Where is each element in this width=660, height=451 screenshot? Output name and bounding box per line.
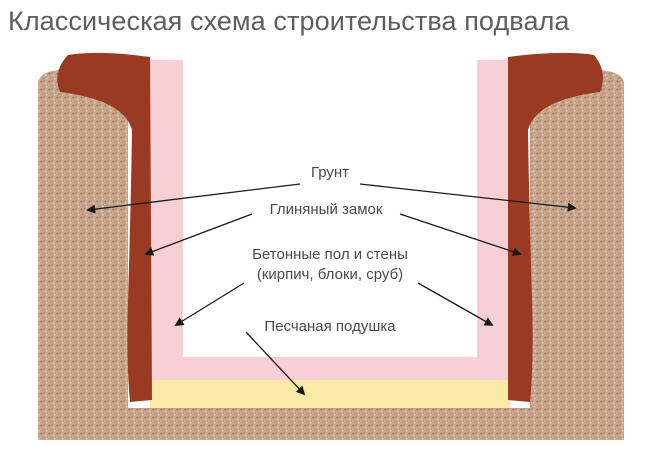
arrow-clay-left (144, 213, 253, 256)
label-clay-lock: Глиняный замок (269, 201, 383, 218)
sand-cushion-layer (150, 380, 510, 408)
page-title: Классическая схема строительства подвала (8, 6, 570, 36)
label-sand-cushion: Песчаная подушка (264, 318, 396, 335)
soil-area (38, 70, 624, 440)
label-soil: Грунт (310, 164, 350, 181)
clay-lock-right (508, 52, 603, 403)
label-concrete-line2: (кирпич, блоки, сруб) (256, 266, 404, 283)
arrow-clay-right (399, 213, 522, 257)
arrow-concrete-right (417, 282, 494, 326)
arrow-concrete-left (174, 282, 245, 326)
clay-lock-left (57, 52, 153, 403)
arrow-soil-left (86, 183, 301, 214)
arrow-sand (245, 331, 306, 396)
label-concrete-line1: Бетонные пол и стены (252, 246, 408, 263)
arrow-soil-right (359, 183, 577, 212)
